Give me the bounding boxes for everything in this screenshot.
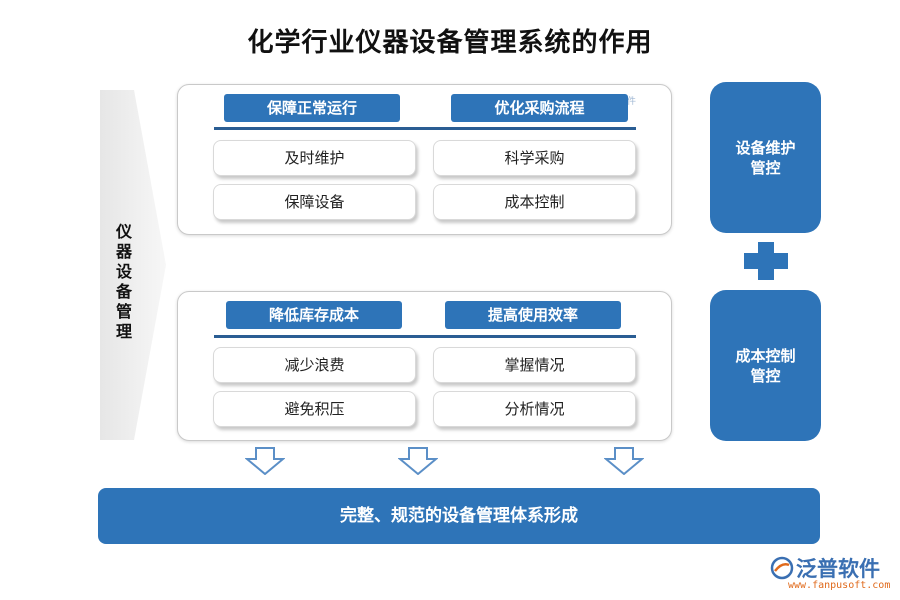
right-box-line: 成本控制: [735, 346, 796, 365]
down-arrow-icon: [604, 447, 644, 475]
bottom-item: 分析情况: [433, 391, 636, 427]
right-box-line: 管控: [750, 158, 781, 177]
top-item: 保障设备: [213, 184, 416, 220]
logo-url: www.fanpusoft.com: [788, 580, 891, 591]
logo-name: 泛普软件: [796, 557, 880, 581]
top-item: 及时维护: [213, 140, 416, 176]
side-label-char: 理: [115, 322, 132, 341]
side-label-char: 管: [115, 302, 132, 321]
bottom-summary-bar: 完整、规范的设备管理体系形成: [98, 488, 820, 544]
bottom-item: 减少浪费: [213, 347, 416, 383]
side-label-char: 设: [115, 262, 132, 281]
page-title: 化学行业仪器设备管理系统的作用: [247, 28, 653, 58]
down-arrow-icon: [398, 447, 438, 475]
side-label-char: 仪: [115, 222, 132, 241]
top-item: 成本控制: [433, 184, 636, 220]
top-item: 科学采购: [433, 140, 636, 176]
side-label: 仪 器 设 备 管 理: [104, 222, 144, 342]
top-header-left: 保障正常运行: [224, 94, 400, 122]
side-label-char: 器: [115, 242, 132, 261]
bottom-header-right: 提高使用效率: [445, 301, 621, 329]
side-chevron-shape: [100, 90, 166, 440]
side-label-char: 备: [115, 282, 132, 301]
bottom-item: 避免积压: [213, 391, 416, 427]
top-header-right: 优化采购流程: [451, 94, 628, 122]
top-divider: [214, 127, 636, 130]
logo-icon: [770, 556, 794, 580]
bottom-divider: [214, 335, 636, 338]
down-arrow-icon: [245, 447, 285, 475]
right-box-line: 设备维护: [735, 138, 796, 157]
right-box-cost: 成本控制 管控: [710, 290, 821, 441]
plus-icon: [744, 242, 788, 280]
right-box-line: 管控: [750, 366, 781, 385]
bottom-item: 掌握情况: [433, 347, 636, 383]
right-box-maintenance: 设备维护 管控: [710, 82, 821, 233]
bottom-header-left: 降低库存成本: [226, 301, 402, 329]
